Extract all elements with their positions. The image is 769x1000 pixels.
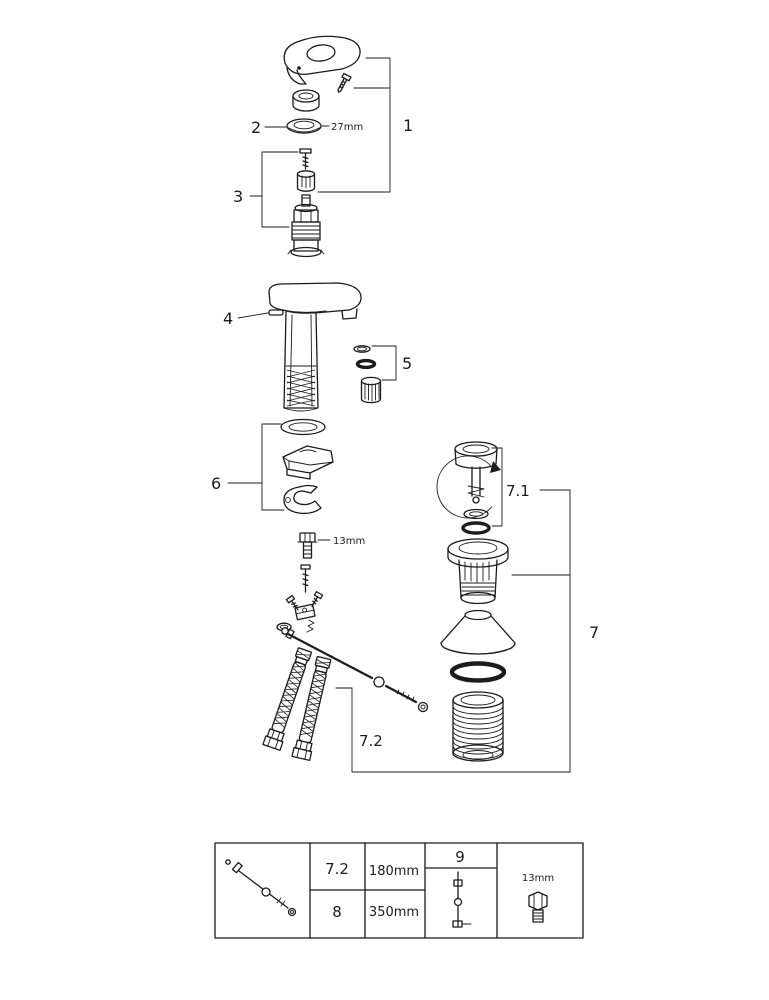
legend-bolt-size-label: 13mm: [522, 873, 554, 884]
retaining-ring: [286, 118, 322, 134]
cartridge: [287, 194, 325, 258]
annotation-27mm: 27mm: [321, 122, 363, 133]
supply-hose-right: [291, 655, 334, 762]
legend-part9-label: 9: [455, 848, 465, 866]
plug-washer: [463, 508, 489, 520]
mounting-bolt: [297, 532, 318, 559]
callout-5: 5: [371, 345, 412, 381]
legend-part9-drawing: [452, 871, 472, 928]
annotation-13mm: 13mm: [317, 536, 365, 547]
handle-screw: [337, 72, 352, 93]
callout-4: 4: [223, 309, 269, 328]
callout-6-label: 6: [211, 474, 221, 493]
legend-row-1-length: 180mm: [369, 864, 419, 879]
aerator-washer: [353, 345, 371, 353]
callout-7-1: 7.1: [491, 447, 530, 527]
cartridge-adapter: [296, 170, 316, 192]
callout-3-label: 3: [233, 187, 243, 206]
drain-o-ring: [449, 661, 507, 683]
legend-row-1-part: 7.2: [325, 860, 349, 878]
callout-6: 6: [211, 423, 285, 511]
callout-7-2: 7.2: [335, 687, 383, 773]
drain-tailpiece: [452, 691, 504, 762]
linkage-screw-right: [311, 591, 324, 608]
callout-5-label: 5: [402, 354, 412, 373]
aerator-o-ring: [355, 358, 377, 370]
callout-1-label: 1: [403, 116, 413, 135]
base-gasket: [280, 418, 326, 436]
linkage-clamp: [294, 603, 316, 621]
cartridge-screw: [299, 148, 312, 170]
callout-2-label: 2: [251, 118, 261, 137]
callout-7: 7: [351, 489, 599, 773]
callout-2: 2: [251, 118, 287, 137]
drain-plug: [454, 441, 498, 504]
legend-bolt-drawing: [528, 891, 548, 923]
linkage-screw-left: [285, 594, 299, 611]
drain-strainer: [447, 538, 509, 605]
set-screw-hole: [297, 66, 301, 70]
mounting-horseshoe: [283, 484, 322, 515]
aerator: [360, 376, 382, 404]
legend-row-2-length: 350mm: [369, 905, 419, 920]
faucet-body: [268, 282, 362, 412]
handle-lever: [283, 35, 361, 85]
legend-rod-drawing: [225, 859, 297, 917]
bolt-size-label: 13mm: [333, 536, 365, 547]
ring-size-label: 27mm: [331, 122, 363, 133]
body-pin: [268, 309, 284, 316]
callout-3: 3: [233, 151, 299, 228]
drain-escutcheon: [440, 609, 516, 655]
mounting-stud: [300, 564, 311, 593]
dome-cap: [292, 89, 320, 112]
callout-4-label: 4: [223, 309, 233, 328]
rotation-arrow: [436, 455, 501, 519]
legend-box: 7.2 180mm 8 350mm 9 13mm: [214, 842, 584, 939]
pop-up-rod: [281, 627, 429, 713]
callout-7-label: 7: [589, 623, 599, 642]
supply-hose-left: [262, 646, 315, 751]
callout-7-1-label: 7.1: [506, 482, 530, 500]
legend-row-2-part: 8: [332, 903, 342, 921]
plug-o-ring: [461, 521, 491, 535]
mounting-wedge: [282, 445, 334, 480]
callout-1: 1: [317, 57, 413, 193]
linkage-spring: [306, 619, 315, 633]
callout-7-2-label: 7.2: [359, 732, 383, 750]
